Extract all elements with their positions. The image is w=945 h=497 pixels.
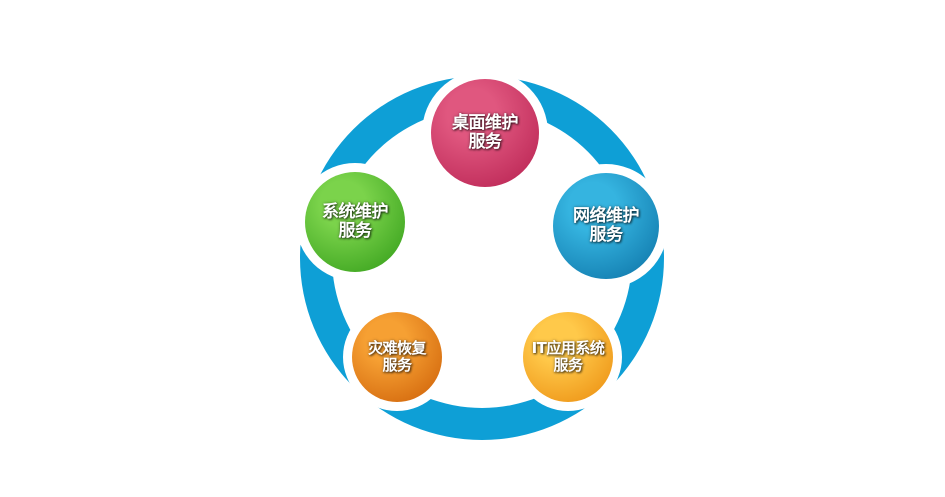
node-disaster-recovery: 灾难恢复 服务 [352,312,442,402]
node-label-line2: 服务 [338,221,373,241]
node-label-line1: 灾难恢复 [367,339,427,358]
node-label-line1: 网络维护 [573,205,640,226]
node-label-line1: 系统维护 [322,201,389,222]
node-label-line2: 服务 [382,356,412,374]
node-system-maintenance: 系统维护 服务 [305,172,405,272]
node-label-line1: 桌面维护 [452,112,519,133]
node-it-application-system: IT应用系统 服务 [523,312,613,402]
node-network-maintenance: 网络维护 服务 [553,173,659,279]
node-label-line1: IT应用系统 [531,339,605,358]
node-desktop-maintenance: 桌面维护 服务 [431,79,539,187]
node-label-line2: 服务 [553,356,583,374]
node-label-line2: 服务 [468,132,503,152]
node-label-line2: 服务 [589,225,624,245]
